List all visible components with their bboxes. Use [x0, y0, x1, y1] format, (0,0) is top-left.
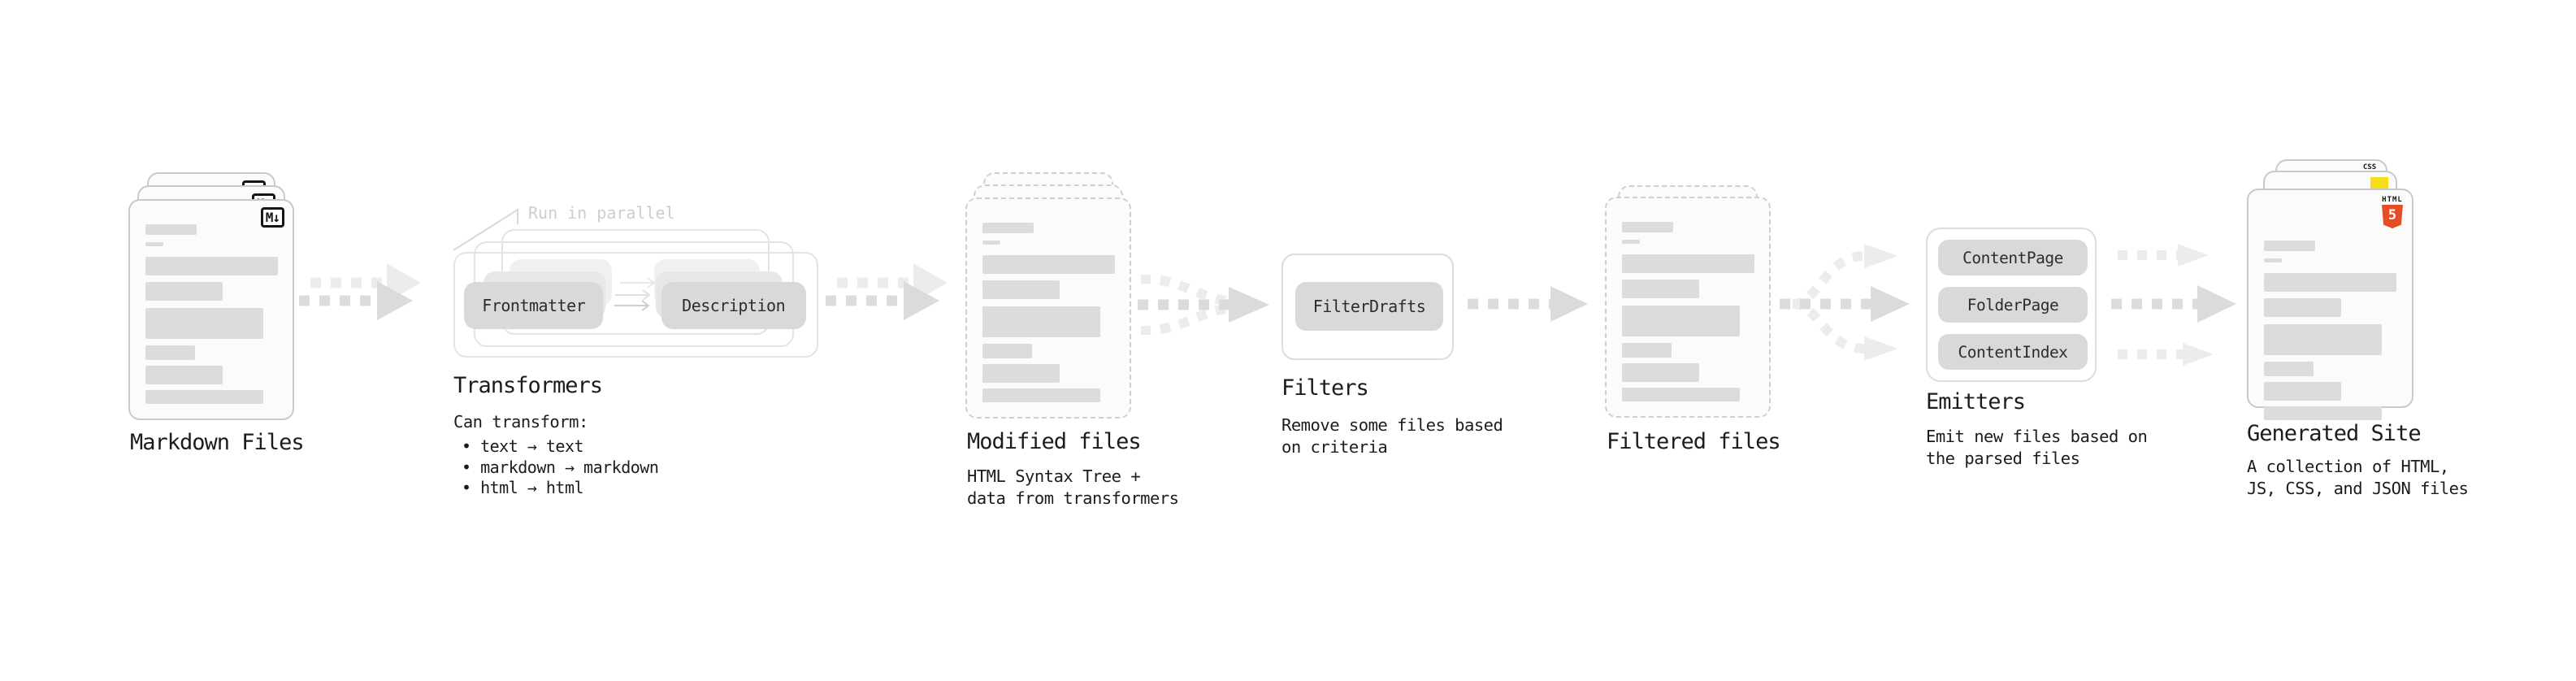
- placeholder-line: [1622, 363, 1699, 382]
- filter-drafts-node: FilterDrafts: [1295, 282, 1443, 331]
- stage-title-filters: Filters: [1281, 375, 1369, 401]
- placeholder-line: [145, 242, 163, 246]
- placeholder-line: [982, 241, 1000, 245]
- placeholder-line: [145, 282, 223, 301]
- placeholder-line: [982, 223, 1034, 233]
- placeholder-line: [2264, 241, 2315, 251]
- placeholder-line: [982, 344, 1032, 358]
- parallel-arrows: [2111, 244, 2236, 366]
- document-card: [965, 197, 1131, 419]
- placeholder-line: [1622, 306, 1740, 336]
- transformers-bullet-list: text → text markdown → markdown html → h…: [462, 436, 659, 499]
- bullet-item: html → html: [462, 478, 658, 499]
- markdown-icon: M↓: [260, 207, 284, 228]
- placeholder-lines: [145, 224, 278, 404]
- stage-title-filtered-files: Filtered files: [1607, 429, 1781, 454]
- flow-arrow: [826, 263, 948, 320]
- placeholder-line: [2264, 298, 2341, 317]
- placeholder-line: [145, 308, 263, 339]
- placeholder-line: [2264, 273, 2396, 292]
- stage-title-markdown-files: Markdown Files: [130, 430, 305, 455]
- html5-icon-label: HTML: [2382, 196, 2403, 204]
- placeholder-line: [982, 280, 1060, 299]
- run-in-parallel-label: Run in parallel: [528, 203, 675, 223]
- css-icon-label: CSS: [2362, 163, 2377, 171]
- stage-description-filters: Remove some files based on criteria: [1281, 415, 1503, 457]
- merge-arrow: [1138, 275, 1269, 335]
- bullet-item: markdown → markdown: [462, 458, 659, 479]
- stage-title-modified-files: Modified files: [967, 429, 1142, 454]
- step-arrow-icon: [619, 277, 656, 288]
- placeholder-line: [2264, 382, 2341, 401]
- stage-description-generated-site: A collection of HTML, JS, CSS, and JSON …: [2247, 457, 2469, 498]
- placeholder-line: [145, 390, 263, 404]
- stage-title-generated-site: Generated Site: [2247, 421, 2422, 446]
- placeholder-line: [2264, 258, 2282, 262]
- stage-description-modified-files: HTML Syntax Tree + data from transformer…: [967, 466, 1179, 508]
- html5-icon-shield: 5: [2382, 205, 2403, 228]
- placeholder-lines: [982, 223, 1115, 402]
- placeholder-line: [2264, 362, 2314, 376]
- emitter-contentindex-node: ContentIndex: [1938, 334, 2088, 370]
- placeholder-line: [145, 345, 195, 360]
- html5-icon: HTML 5: [2380, 196, 2405, 228]
- transformers-heading: Can transform:: [453, 412, 588, 432]
- transformer-step-frontmatter: Frontmatter: [464, 282, 604, 329]
- placeholder-line: [1622, 222, 1673, 232]
- placeholder-line: [1622, 240, 1640, 244]
- stage-title-transformers: Transformers: [453, 373, 603, 398]
- placeholder-line: [1622, 343, 1672, 358]
- generated-site-stack: CSS HTML 5: [2247, 159, 2413, 420]
- transformer-card: Frontmatter Description: [453, 252, 818, 358]
- modified-files-stack: [965, 172, 1131, 419]
- emitters-box: ContentPage FolderPage ContentIndex: [1926, 228, 2097, 382]
- placeholder-line: [2264, 406, 2382, 420]
- flow-arrow: [299, 263, 421, 320]
- emitter-contentpage-node: ContentPage: [1938, 240, 2088, 275]
- placeholder-line: [145, 366, 223, 384]
- placeholder-line: [1622, 254, 1754, 273]
- filtered-files-stack: [1605, 185, 1771, 419]
- fanout-arrow: [1780, 244, 1910, 361]
- stage-description-emitters: Emit new files based on the parsed files: [1926, 427, 2148, 468]
- placeholder-lines: [1622, 222, 1754, 401]
- flow-arrow: [1468, 286, 1588, 322]
- markdown-files-stack: M↓ M↓ M↓: [128, 172, 294, 420]
- placeholder-line: [982, 364, 1060, 383]
- step-arrow-icon: [614, 289, 651, 301]
- filters-box: FilterDrafts: [1281, 254, 1454, 360]
- document-card: [1605, 197, 1771, 418]
- transformer-step-description: Description: [661, 282, 806, 329]
- placeholder-line: [1622, 388, 1740, 401]
- document-card: HTML 5: [2247, 189, 2413, 420]
- stage-title-emitters: Emitters: [1926, 389, 2026, 414]
- placeholder-line: [982, 306, 1100, 337]
- bullet-item: text → text: [462, 436, 658, 458]
- step-arrow-icon: [614, 300, 650, 311]
- placeholder-line: [2264, 324, 2382, 355]
- emitter-folderpage-node: FolderPage: [1938, 287, 2088, 323]
- placeholder-line: [982, 388, 1100, 402]
- document-card: M↓: [128, 199, 294, 420]
- transformers-stack: Frontmatter Description: [453, 229, 818, 358]
- annotation-connector-line: [453, 208, 518, 251]
- placeholder-lines: [2264, 241, 2396, 420]
- placeholder-line: [145, 224, 197, 235]
- placeholder-line: [145, 257, 278, 275]
- placeholder-line: [1622, 280, 1699, 298]
- placeholder-line: [982, 255, 1115, 274]
